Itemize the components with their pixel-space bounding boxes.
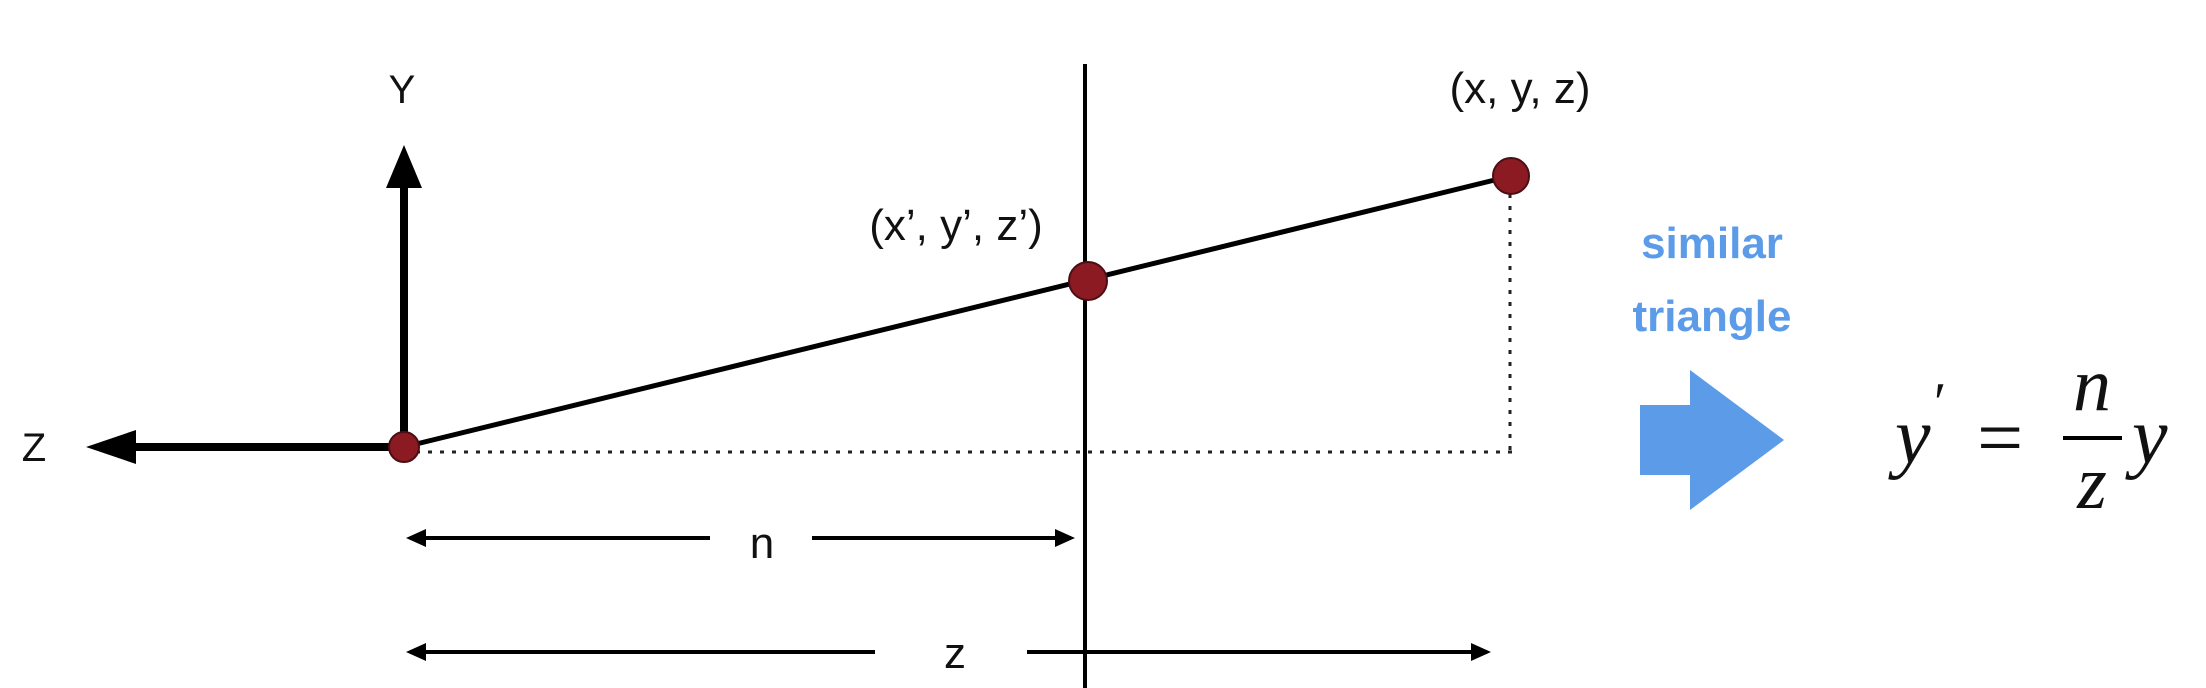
near-plane-intersection-point [1068, 261, 1108, 301]
z-axis-label: Z [22, 426, 46, 470]
equation-numerator: n [2073, 343, 2111, 427]
distance-z-label: z [944, 629, 966, 678]
similar-triangle-equation: y ′ = n z y [1888, 343, 2168, 525]
equation-denominator: z [2076, 441, 2107, 525]
projection-line [403, 173, 1512, 450]
equation-rhs-variable: y [2125, 393, 2168, 481]
distance-n-label: n [750, 519, 774, 568]
distance-n-left-arrowhead [406, 529, 426, 547]
z-axis-arrowhead [86, 430, 136, 464]
far-point [1492, 157, 1530, 195]
similar-triangle-note-line1: similar [1641, 219, 1783, 268]
right-arrow-icon [1640, 370, 1784, 510]
distance-z-right-arrowhead [1471, 643, 1491, 661]
origin-point [388, 431, 420, 463]
similar-triangle-note-line2: triangle [1633, 292, 1792, 341]
distance-z-left-arrowhead [406, 643, 426, 661]
y-axis-arrowhead [386, 145, 422, 188]
far-point-label: (x, y, z) [1450, 64, 1591, 113]
y-axis-label: Y [389, 68, 416, 112]
equation-equals-sign: = [1977, 392, 2023, 483]
equation-lhs-variable: y [1888, 393, 1931, 481]
near-point-label: (x’, y’, z’) [869, 201, 1043, 250]
distance-n-right-arrowhead [1055, 529, 1075, 547]
equation-prime: ′ [1934, 372, 1946, 434]
